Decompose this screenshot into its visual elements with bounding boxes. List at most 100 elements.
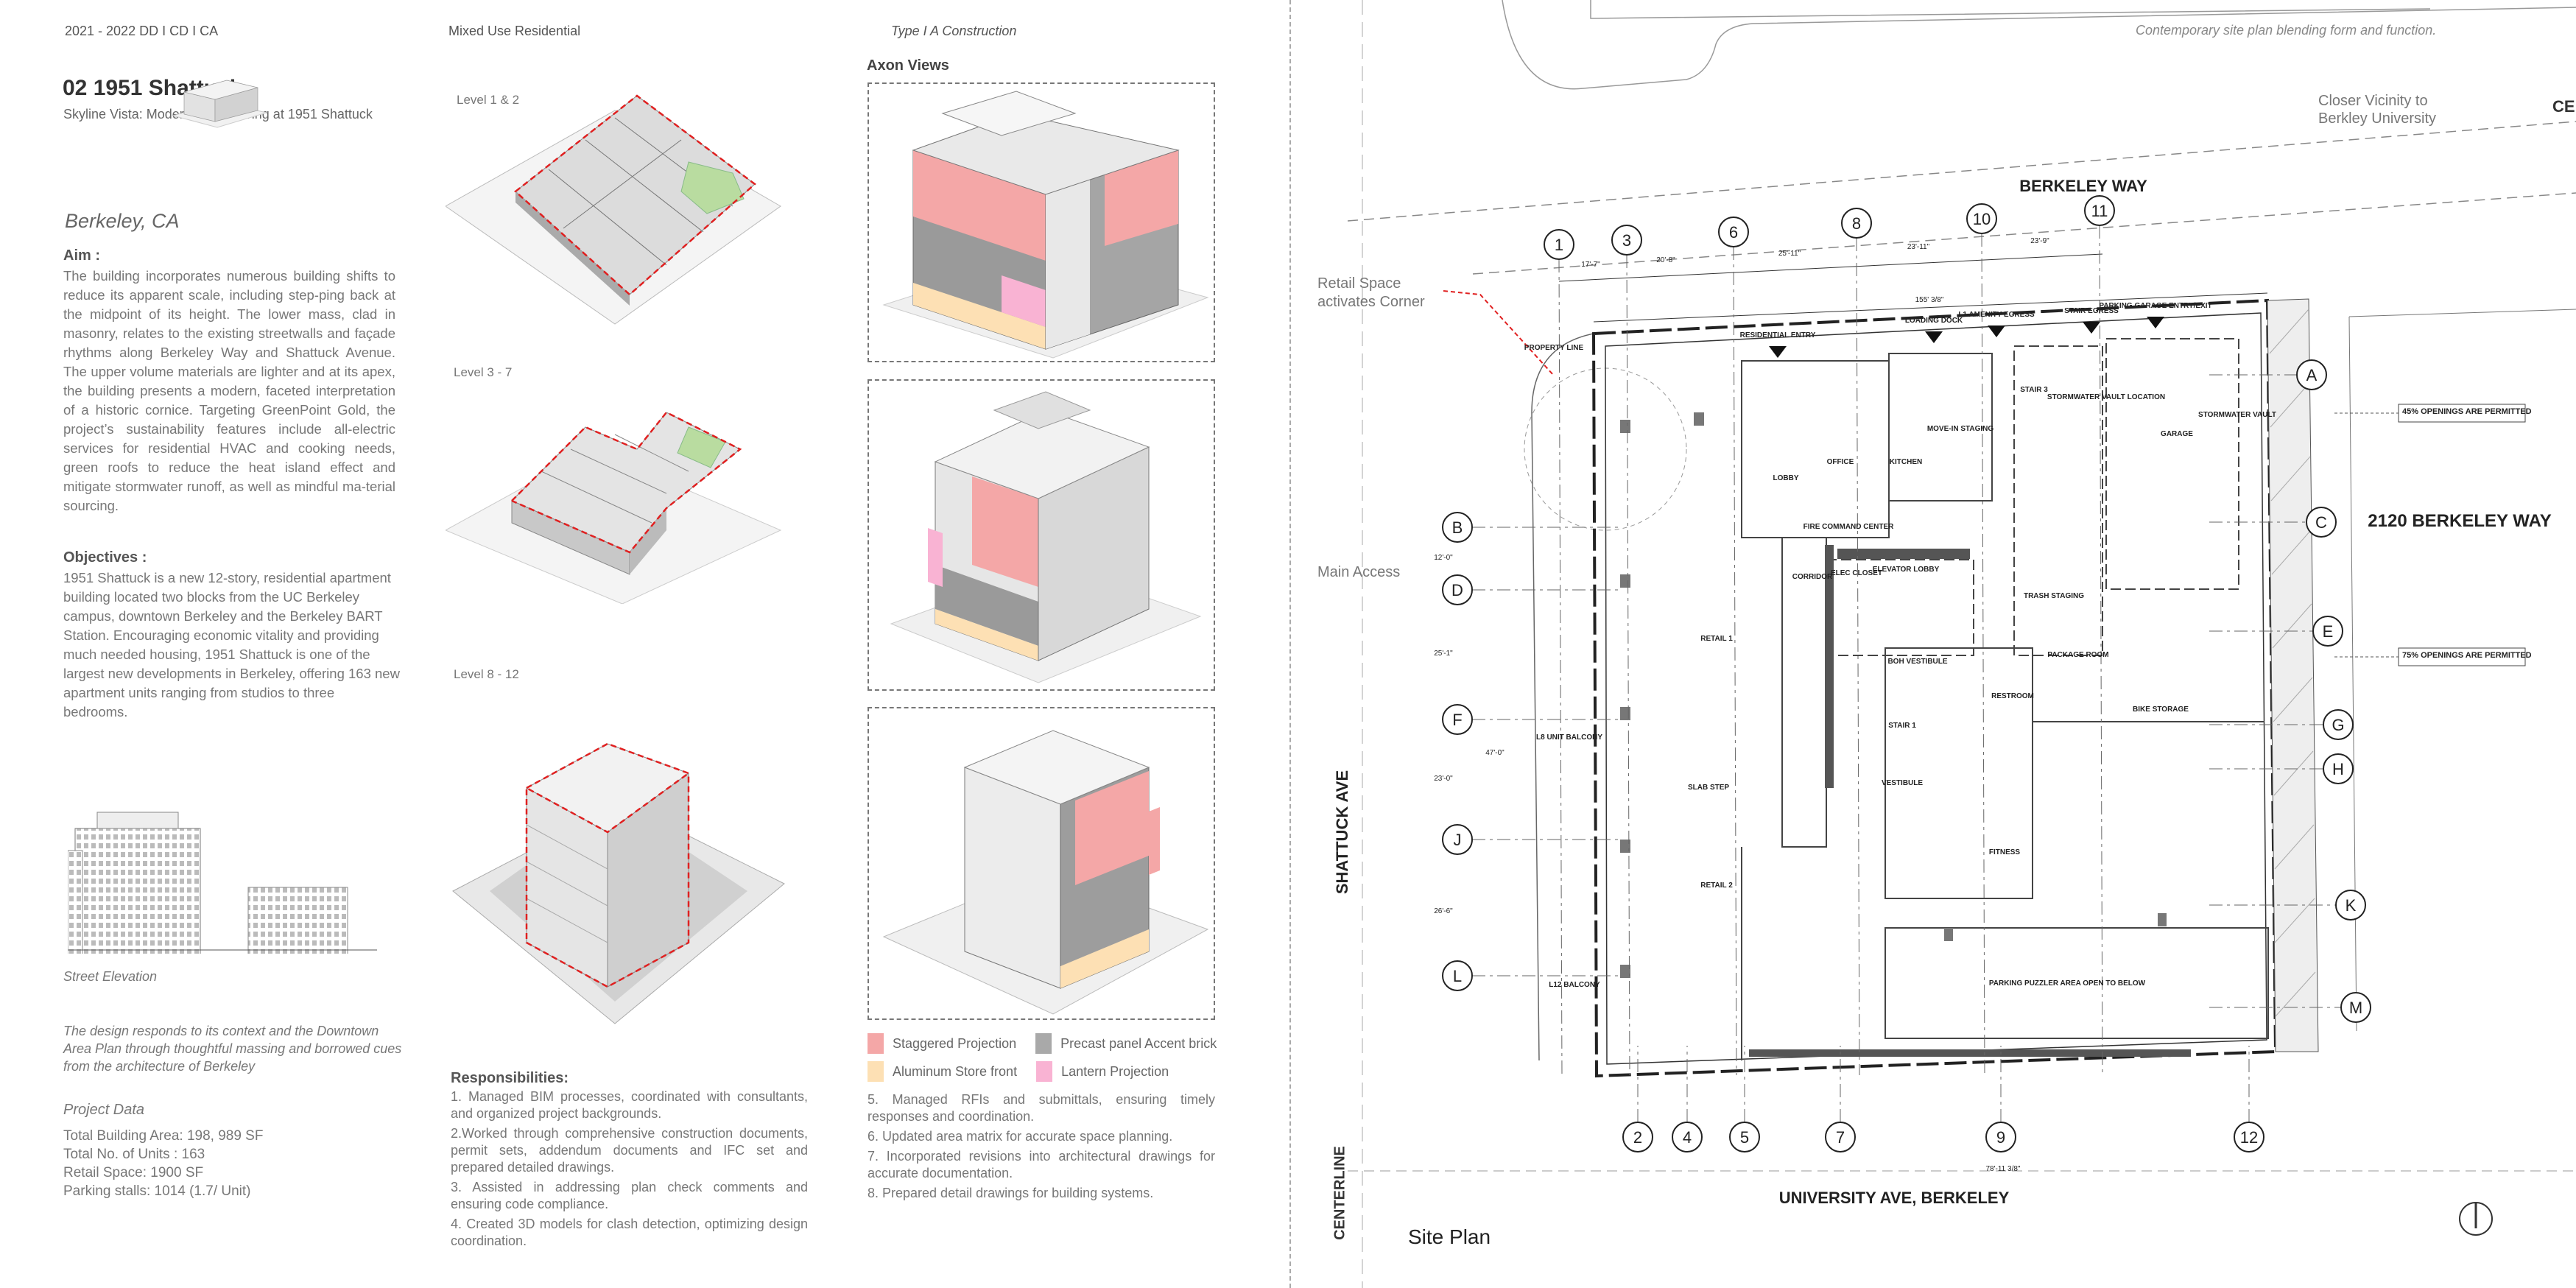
- vicinity-note-line: Berkley University: [2318, 110, 2437, 127]
- street-elevation-drawing: [68, 812, 377, 954]
- project-years-phases: 2021 - 2022 DD I CD I CA: [65, 24, 219, 38]
- dimension-label: 23'-9": [2030, 237, 2049, 245]
- grid-bubble-M: M: [2209, 992, 2371, 1023]
- svg-text:G: G: [2332, 716, 2344, 734]
- legend-item-lantern-projection: Lantern Projection: [1036, 1061, 1169, 1082]
- room-label: CORRIDOR: [1792, 573, 1833, 581]
- main-access-note: Main Access: [1317, 564, 1401, 580]
- room-label: BIKE STORAGE: [2133, 705, 2189, 714]
- svg-text:10: 10: [1973, 210, 1991, 228]
- grid-bubble-K: K: [2209, 890, 2366, 921]
- responsibility-item: 6. Updated area matrix for accurate spac…: [868, 1129, 1173, 1144]
- svg-text:B: B: [1452, 518, 1463, 537]
- grid-bubble-10: 10: [1966, 203, 1997, 1076]
- centerline-label: CENTERLINE: [1331, 1146, 1348, 1240]
- room-label: MOVE-IN STAGING: [1927, 425, 1994, 433]
- responsibility-item: 1. Managed BIM processes, coordinated wi…: [451, 1089, 808, 1121]
- project-data-item: Total No. of Units : 163: [63, 1147, 205, 1162]
- grid-bubble-7: 7: [1825, 1046, 1856, 1152]
- context-text: The design responds to its context and t…: [63, 1024, 402, 1074]
- responsibility-item: 2.Worked through comprehensive construct…: [451, 1126, 808, 1175]
- legend-label: Staggered Projection: [893, 1035, 1017, 1051]
- room-label: KITCHEN: [1890, 458, 1922, 466]
- responsibility-item: 3. Assisted in addressing plan check com…: [451, 1180, 808, 1211]
- axon-view-1: [868, 82, 1215, 362]
- dimension-label: 78'-11 3/8": [1986, 1165, 2021, 1173]
- room-label: FITNESS: [1989, 848, 2021, 856]
- level-label: Level 8 - 12: [454, 667, 519, 681]
- entry-label: LOADING DOCK: [1905, 317, 1963, 325]
- svg-text:3: 3: [1622, 231, 1631, 250]
- legend-item-aluminum-store-front: Aluminum Store front: [868, 1061, 1017, 1082]
- grid-bubble-H: H: [2209, 753, 2354, 784]
- grid-bubble-11: 11: [2084, 195, 2115, 1076]
- dimension-label: 25'-1": [1434, 650, 1453, 658]
- grid-bubble-8: 8: [1841, 208, 1872, 1076]
- clipped-street-label: CE: [2552, 97, 2575, 116]
- responsibilities-heading: Responsibilities:: [451, 1070, 569, 1086]
- entry-label: STAIR EGRESS: [2064, 307, 2119, 315]
- axon-legend: Staggered Projection Precast panel Accen…: [868, 1033, 1221, 1082]
- axon-view-2: [868, 379, 1215, 691]
- room-label: RESTROOM: [1991, 692, 2034, 700]
- site-plan-title: Site Plan: [1408, 1225, 1491, 1248]
- aim-heading: Aim :: [63, 247, 100, 264]
- grid-bubble-3: 3: [1611, 225, 1642, 1076]
- construction-type: Type I A Construction: [891, 24, 1017, 38]
- axon-views-heading: Axon Views: [867, 57, 949, 74]
- svg-text:C: C: [2315, 513, 2327, 532]
- responsibility-item: 5. Managed RFIs and submittals, ensuring…: [868, 1092, 1215, 1124]
- room-label: RETAIL 1: [1700, 635, 1733, 643]
- legend-label: Lantern Projection: [1061, 1063, 1169, 1079]
- street-elevation-caption: Street Elevation: [63, 969, 158, 984]
- entry-arrow-icon: [1988, 325, 2005, 337]
- project-data-item: Parking stalls: 1014 (1.7/ Unit): [63, 1183, 251, 1199]
- project-data-item: Retail Space: 1900 SF: [63, 1165, 204, 1180]
- room-label: ELEC CLOSET: [1831, 569, 1882, 577]
- entry-label: RESIDENTIAL ENTRY: [1740, 331, 1816, 339]
- svg-text:11: 11: [2091, 202, 2108, 220]
- grid-bubble-B: B: [1442, 512, 1620, 543]
- entry-arrow-icon: [2083, 322, 2100, 334]
- legend-swatch: [1035, 1033, 1052, 1054]
- room-label: STAIR 3: [2020, 386, 2048, 394]
- level-label: Level 3 - 7: [454, 365, 513, 379]
- responsibility-item: 8. Prepared detail drawings for building…: [868, 1186, 1154, 1200]
- svg-text:J: J: [1454, 831, 1462, 849]
- room-label: STAIR 1: [1888, 722, 1916, 730]
- dimension-label: 12'-0": [1434, 554, 1453, 562]
- svg-text:K: K: [2346, 896, 2357, 915]
- responsibilities-list: 1. Managed BIM processes, coordinated wi…: [451, 1088, 808, 1253]
- svg-text:6: 6: [1729, 223, 1738, 242]
- project-data-heading: Project Data: [63, 1102, 145, 1118]
- legend-swatch: [868, 1033, 884, 1054]
- room-label: SLAB STEP: [1688, 784, 1729, 792]
- retail-note-line: Retail Space: [1317, 275, 1401, 292]
- room-label: VESTIBULE: [1882, 779, 1923, 787]
- grid-bubble-J: J: [1442, 824, 1620, 855]
- legend-label: Aluminum Store front: [893, 1063, 1018, 1079]
- street-shattuck-ave: SHATTUCK AVE: [1333, 770, 1351, 895]
- level-1-2-axon: [446, 94, 781, 325]
- project-data-list: Total Building Area: 198, 989 SF Total N…: [63, 1127, 263, 1200]
- grid-bubble-6: 6: [1718, 217, 1749, 1076]
- level-8-12-axon: [452, 742, 785, 1024]
- legend-item-precast-panel: Precast panel Accent brick: [1035, 1033, 1217, 1054]
- building-thumbnail: [172, 80, 268, 128]
- vicinity-note-line: Closer Vicinity to: [2318, 93, 2428, 109]
- room-label: STORMWATER VAULT LOCATION: [2047, 393, 2165, 401]
- grid-bubble-D: D: [1442, 574, 1620, 605]
- grid-bubble-5: 5: [1729, 1046, 1760, 1152]
- project-location: Berkeley, CA: [65, 210, 180, 232]
- room-label: LOBBY: [1773, 474, 1799, 482]
- legend-swatch: [1036, 1061, 1053, 1082]
- level-label: Level 1 & 2: [457, 93, 520, 107]
- grid-bubble-F: F: [1442, 704, 1620, 735]
- room-label: STORMWATER VAULT: [2198, 411, 2276, 419]
- retail-corner-note: Retail Space activates Corner: [1317, 275, 1425, 312]
- openings-note-75: 75% OPENINGS ARE PERMITTED: [2402, 651, 2532, 660]
- grid-bubble-4: 4: [1672, 1046, 1703, 1152]
- entry-label: PROPERTY LINE: [1524, 344, 1584, 352]
- room-label: FIRE COMMAND CENTER: [1803, 523, 1895, 531]
- dimension-label: 47'-0": [1485, 749, 1505, 757]
